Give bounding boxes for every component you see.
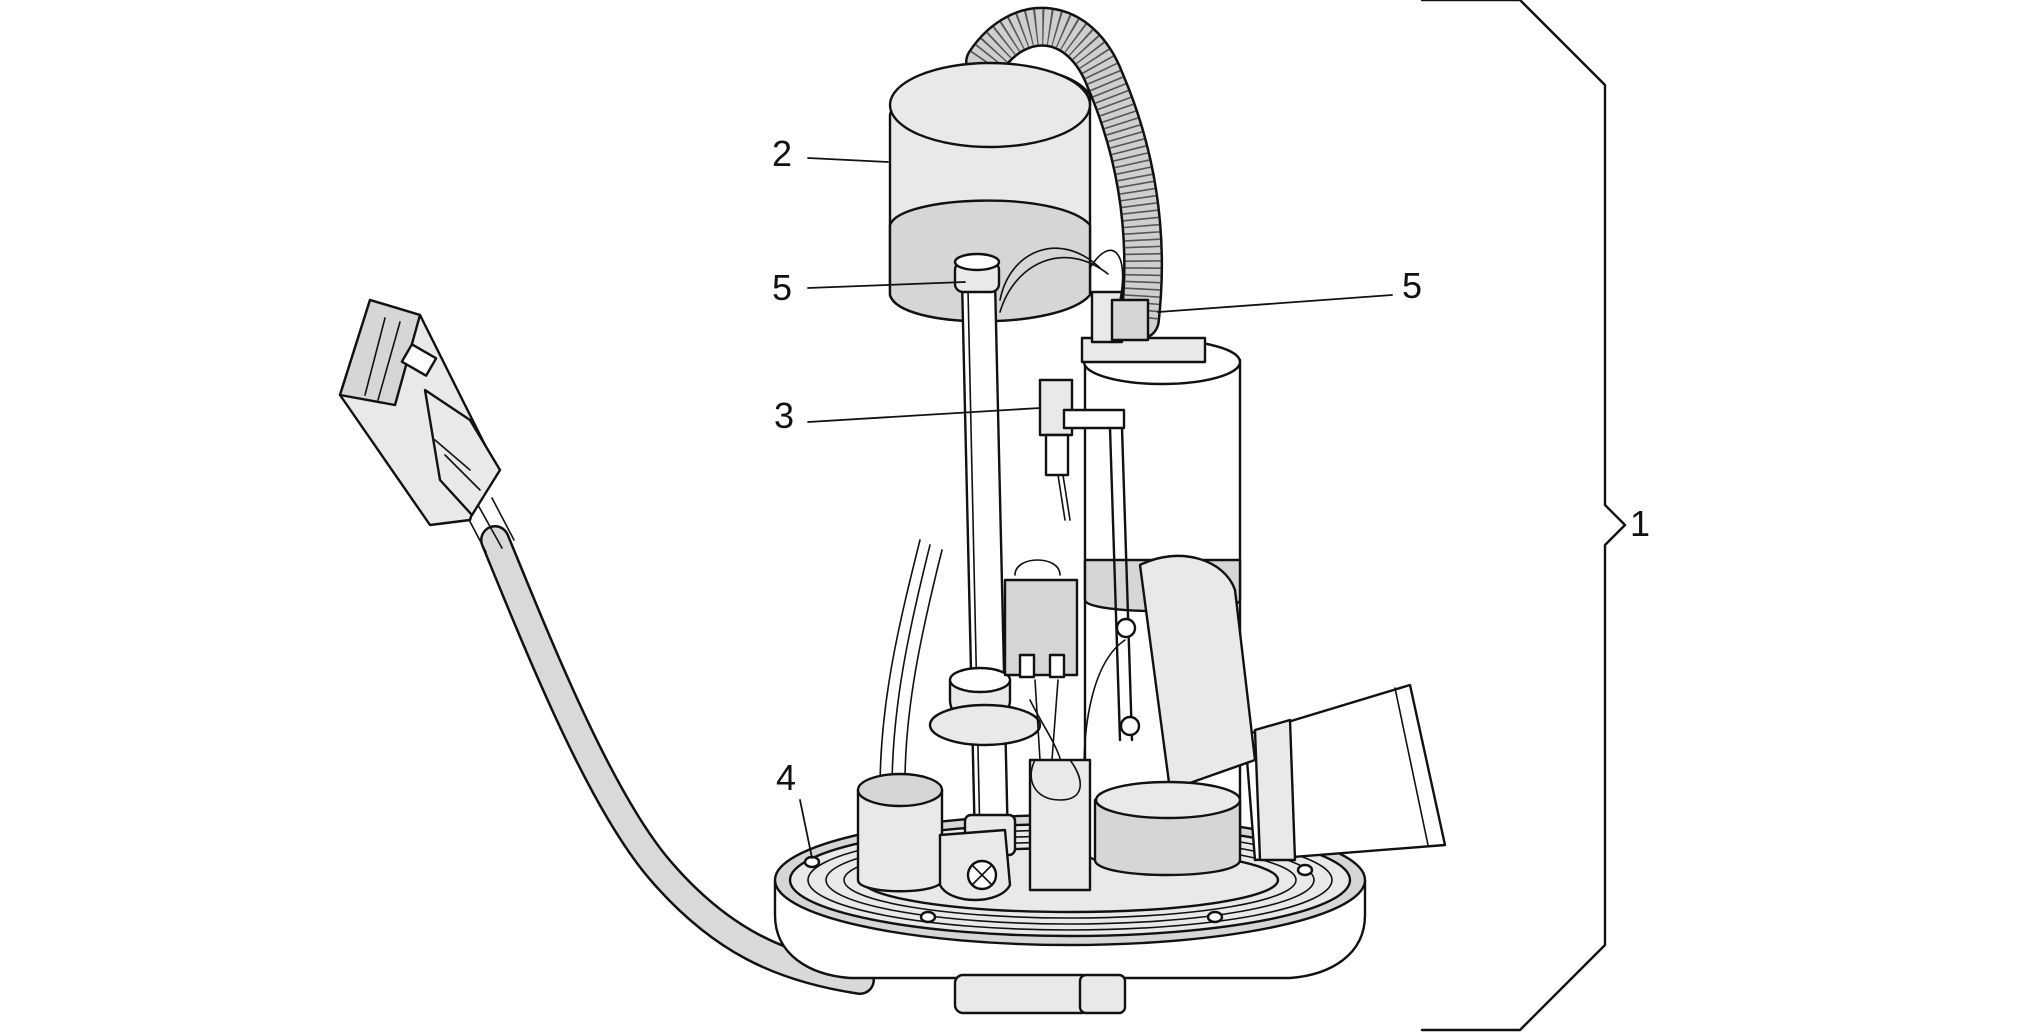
fuel-filter (888, 61, 1092, 323)
callout-2: 2 (772, 133, 792, 174)
relay-block (1003, 559, 1092, 892)
electrical-connector (338, 298, 502, 527)
leader-lines (799, 157, 1393, 859)
leader-2 (807, 157, 889, 163)
leader-5-left (807, 281, 966, 289)
callout-4: 4 (776, 757, 796, 798)
assembly-bracket (1420, 0, 1627, 1032)
corrugated-hose (965, 6, 1164, 340)
callout-labels: 2 5 3 4 5 1 (772, 133, 1650, 798)
level-sensor (1038, 378, 1141, 742)
leader-5-right (1157, 294, 1393, 313)
fuel-line (953, 252, 1017, 857)
wiring-harness (465, 497, 875, 995)
callout-3: 3 (774, 395, 794, 436)
leader-3 (807, 407, 1041, 423)
line-clamp (938, 828, 1012, 902)
fuel-strainer (1243, 683, 1447, 862)
callout-5-left: 5 (772, 267, 792, 308)
leader-4 (799, 799, 813, 859)
callout-5-right: 5 (1402, 265, 1422, 306)
fuel-pump-body (1080, 290, 1257, 877)
callout-1: 1 (1630, 503, 1650, 544)
